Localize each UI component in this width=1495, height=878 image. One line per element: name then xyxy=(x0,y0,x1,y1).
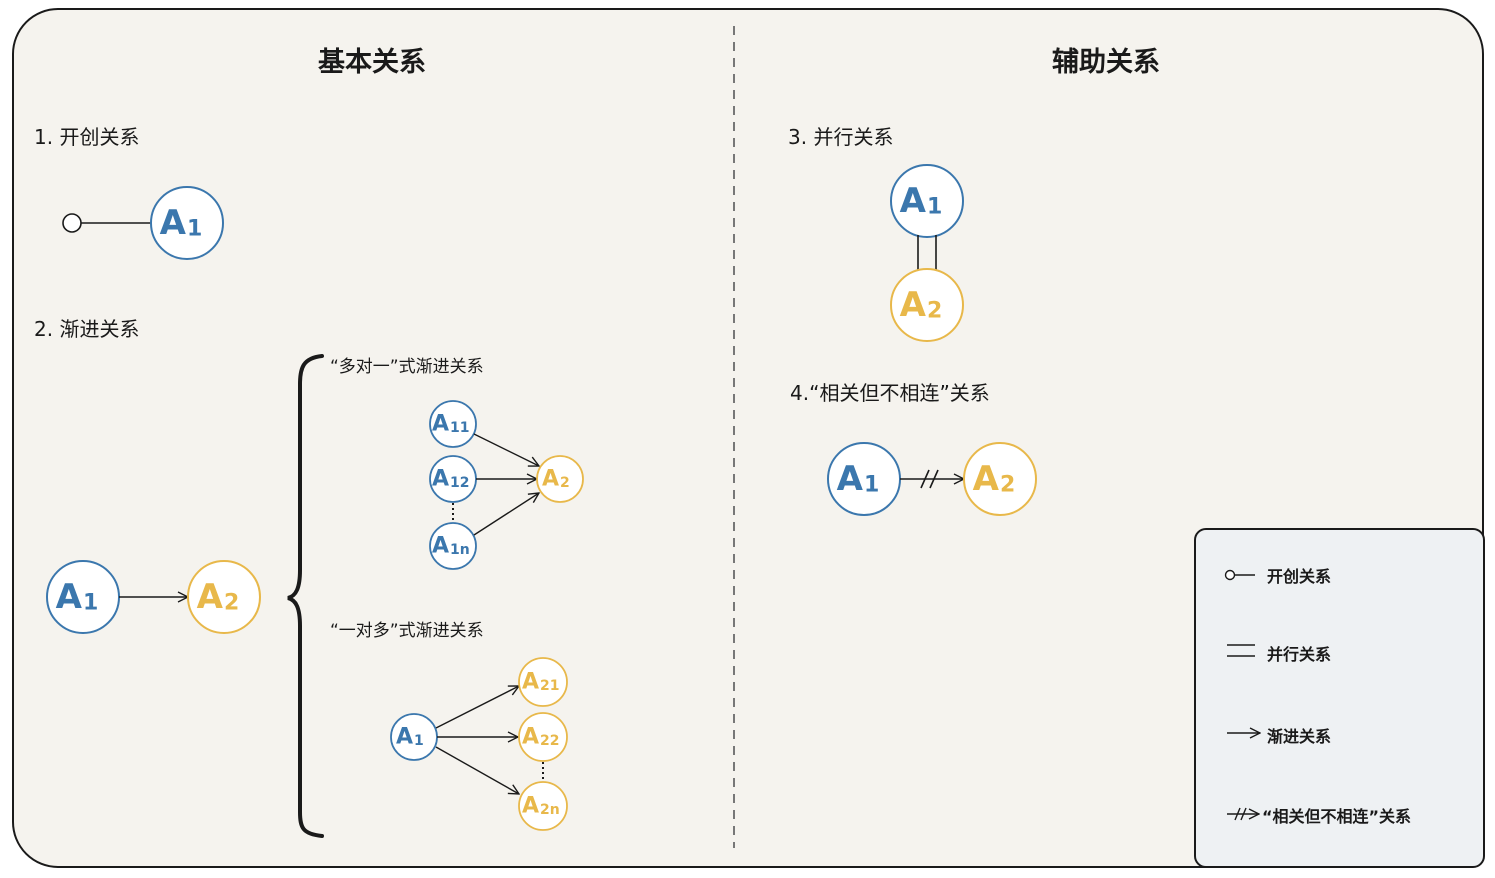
node-a11: A 11 xyxy=(429,400,477,448)
arrow-a11-a2 xyxy=(473,433,539,466)
svg-text:A: A xyxy=(522,670,539,695)
arrow-a1-a2n xyxy=(435,746,519,794)
node-a22: A 22 xyxy=(518,712,568,762)
node-a1-parallel: A 1 xyxy=(890,164,964,238)
node-a21: A 21 xyxy=(518,657,568,707)
legend-unconnected-slash-2 xyxy=(1240,807,1247,821)
node-a2n: A 2n xyxy=(518,781,568,831)
svg-text:11: 11 xyxy=(450,420,469,436)
svg-text:1: 1 xyxy=(414,733,424,749)
svg-text:A: A xyxy=(432,412,449,437)
many-to-one-label: “多对一”式渐进关系 xyxy=(330,357,484,377)
svg-text:A: A xyxy=(432,534,449,559)
svg-text:A: A xyxy=(522,794,539,819)
node-a12: A 12 xyxy=(429,455,477,503)
unconnected-slash-1 xyxy=(920,469,930,489)
legend-progressive-label: 渐进关系 xyxy=(1267,727,1332,746)
svg-text:A: A xyxy=(56,577,83,617)
legend-unconnected-label: “相关但不相连”关系 xyxy=(1262,807,1412,826)
start-point xyxy=(62,213,82,233)
svg-text:1: 1 xyxy=(83,591,98,616)
legend-parallel-label: 并行关系 xyxy=(1267,645,1332,664)
legend-start-label: 开创关系 xyxy=(1267,567,1332,586)
unconnected-slash-2 xyxy=(929,469,939,489)
svg-text:2n: 2n xyxy=(540,802,560,818)
svg-text:A: A xyxy=(432,467,449,492)
arrow-a1-a21 xyxy=(435,686,519,729)
right-title: 辅助关系 xyxy=(1052,47,1160,78)
svg-text:A: A xyxy=(522,725,539,750)
left-title: 基本关系 xyxy=(318,47,426,78)
svg-text:1n: 1n xyxy=(450,542,470,558)
node-a1n: A 1n xyxy=(429,522,477,570)
svg-text:A: A xyxy=(900,181,927,221)
svg-text:1: 1 xyxy=(927,195,942,220)
node-a1-start: A 1 xyxy=(150,186,224,260)
svg-text:21: 21 xyxy=(540,678,559,694)
node-a1-progressive: A 1 xyxy=(46,560,120,634)
node-a1-one-to-many: A 1 xyxy=(390,713,438,761)
svg-text:22: 22 xyxy=(540,733,559,749)
svg-text:1: 1 xyxy=(864,473,879,498)
svg-text:A: A xyxy=(542,467,559,492)
svg-text:2: 2 xyxy=(560,475,570,491)
svg-text:A: A xyxy=(396,725,413,750)
svg-text:12: 12 xyxy=(450,475,469,491)
section-parallel-title: 3. 并行关系 xyxy=(788,125,894,149)
svg-text:2: 2 xyxy=(224,591,239,616)
section-progressive-title: 2. 渐进关系 xyxy=(34,317,140,341)
legend-box xyxy=(1194,528,1485,868)
svg-text:A: A xyxy=(837,459,864,499)
curly-brace xyxy=(287,354,324,838)
section-unconnected-title: 4.“相关但不相连”关系 xyxy=(790,381,990,405)
node-a2-many-to-one: A 2 xyxy=(536,455,584,503)
svg-text:A: A xyxy=(197,577,224,617)
svg-text:A: A xyxy=(900,285,927,325)
node-a1-unconnected: A 1 xyxy=(827,442,901,516)
section-start-title: 1. 开创关系 xyxy=(34,125,140,149)
legend-start-symbol xyxy=(1224,569,1236,581)
svg-text:2: 2 xyxy=(1000,473,1015,498)
svg-text:2: 2 xyxy=(927,299,942,324)
svg-text:A: A xyxy=(973,459,1000,499)
svg-text:1: 1 xyxy=(187,217,202,242)
svg-text:A: A xyxy=(160,203,187,243)
node-a2-parallel: A 2 xyxy=(890,268,964,342)
legend-unconnected-slash-1 xyxy=(1234,807,1241,821)
node-a2-unconnected: A 2 xyxy=(963,442,1037,516)
node-a2-progressive: A 2 xyxy=(187,560,261,634)
one-to-many-label: “一对多”式渐进关系 xyxy=(330,621,484,641)
arrow-a1n-a2 xyxy=(473,493,539,536)
